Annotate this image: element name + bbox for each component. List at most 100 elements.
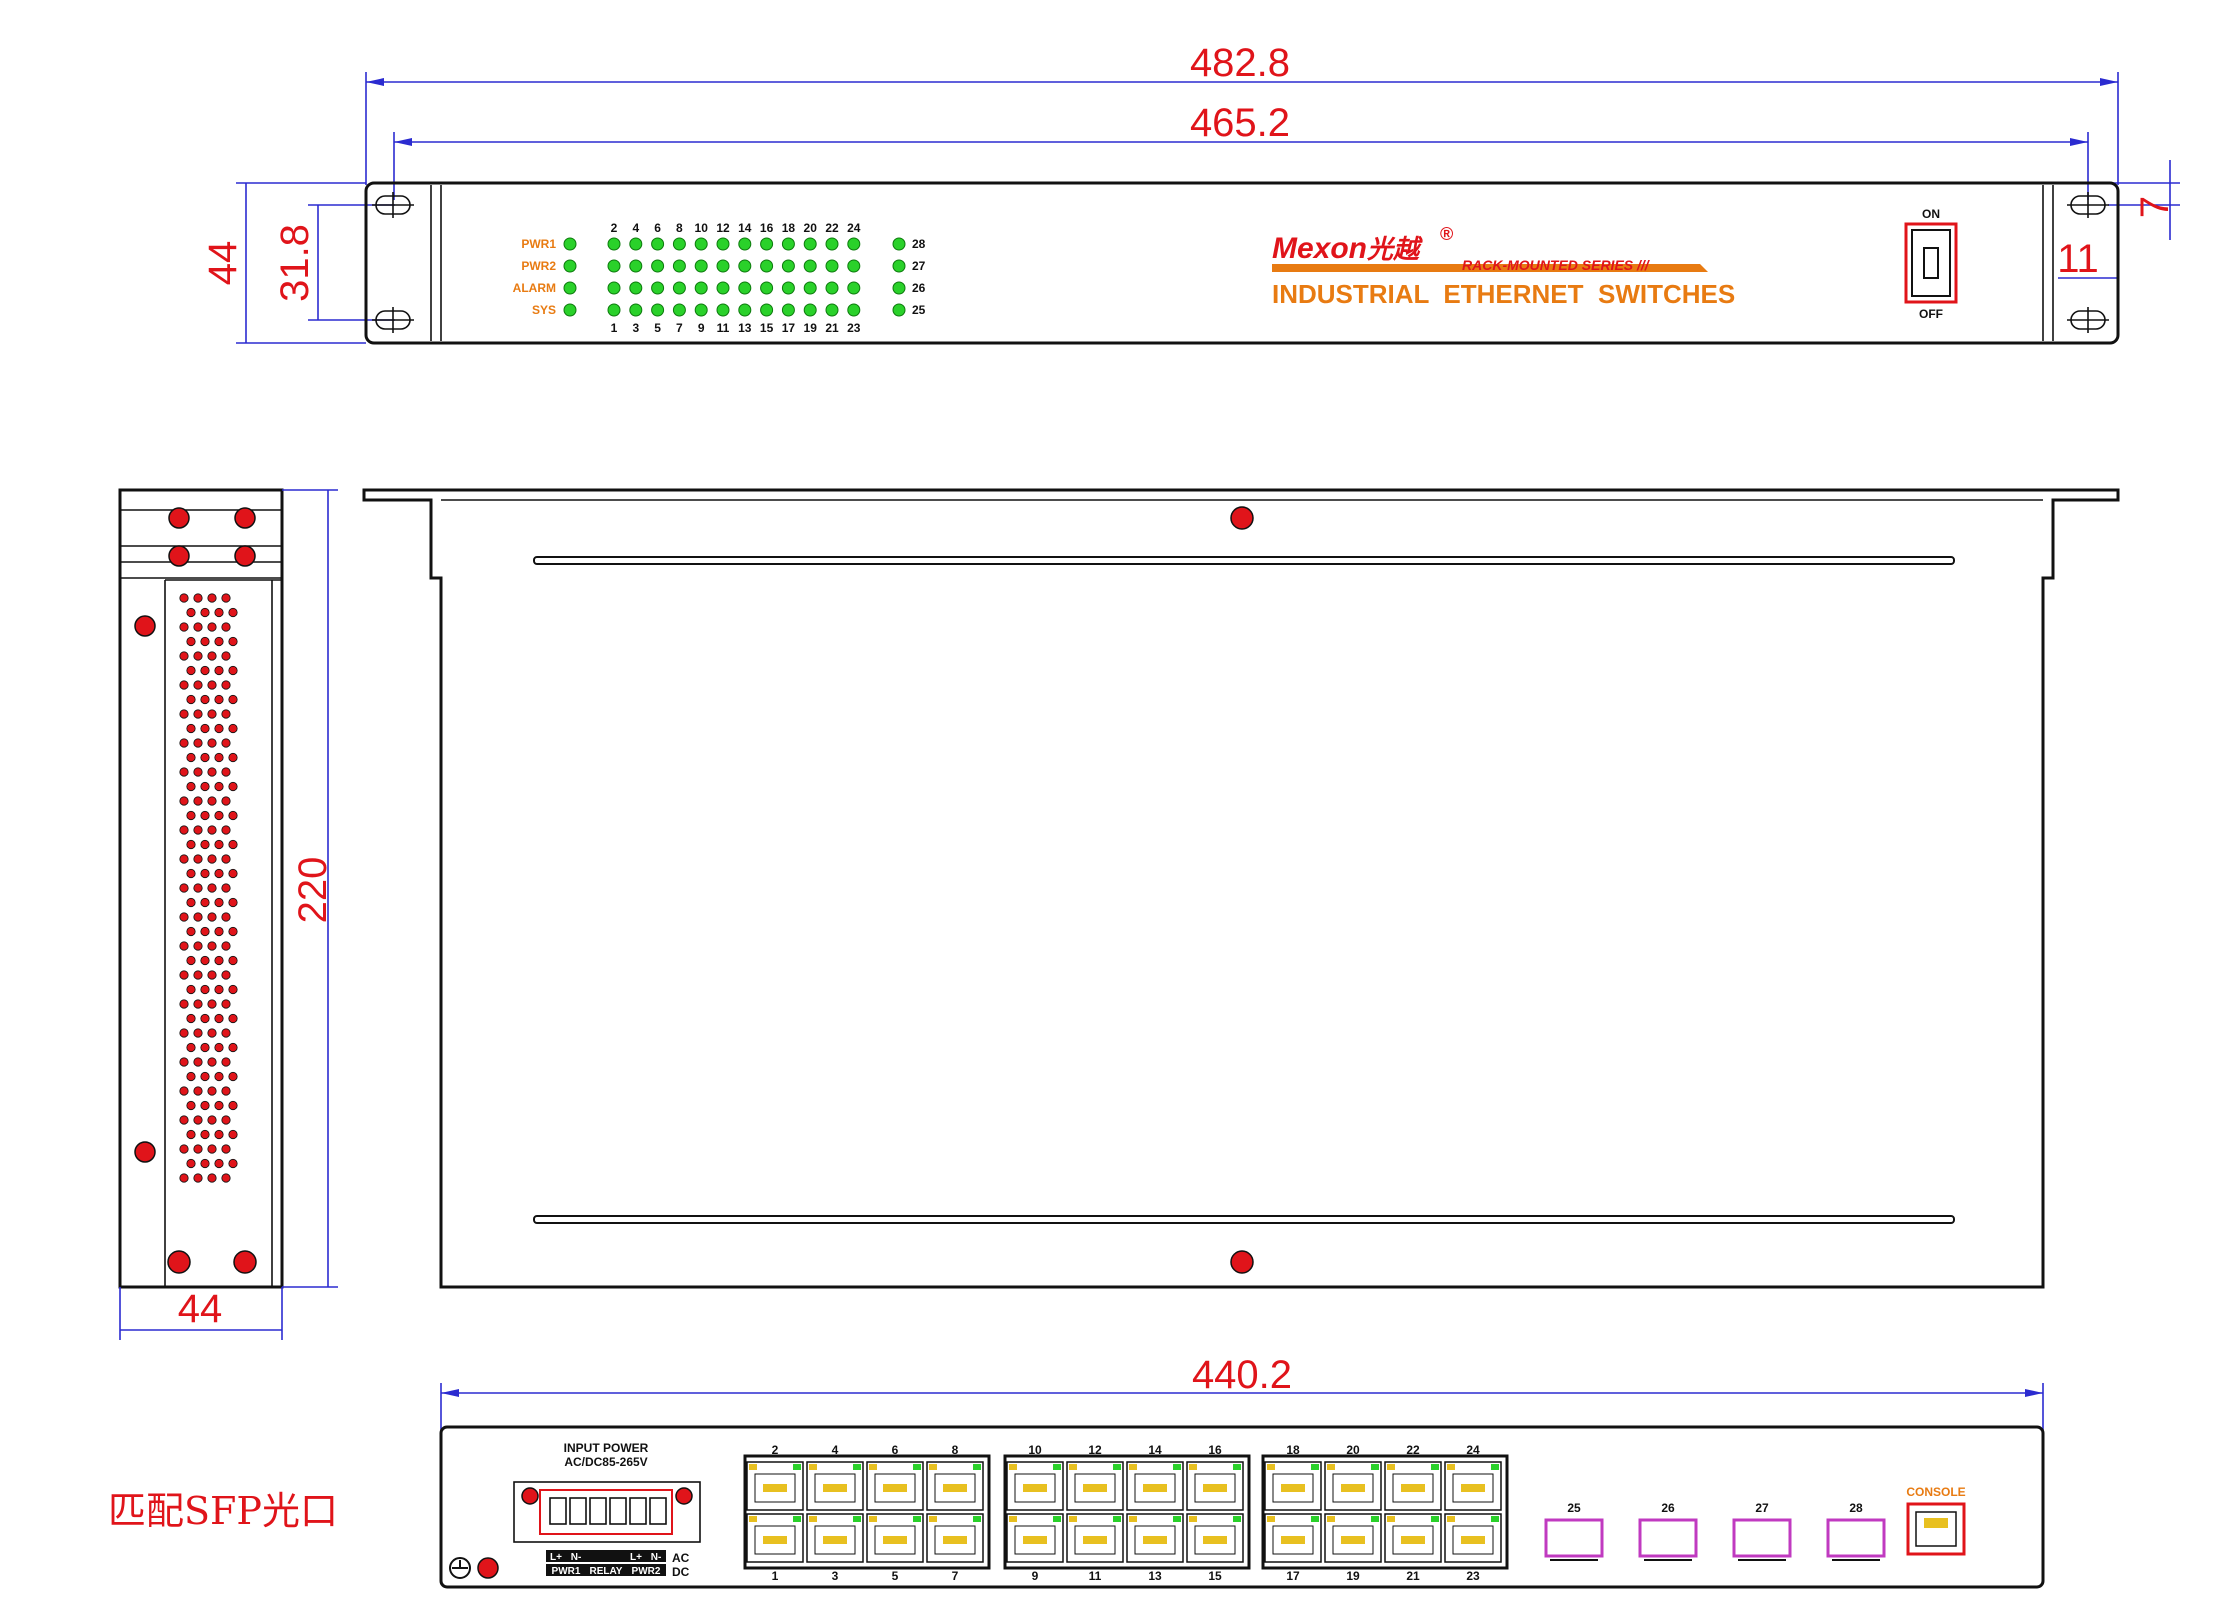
- port-led: [629, 281, 643, 295]
- sfp-port[interactable]: 26: [1638, 1501, 1698, 1561]
- rj45-port-label: 21: [1406, 1569, 1420, 1583]
- vent-hole: [200, 926, 210, 937]
- sfp-port[interactable]: 27: [1732, 1501, 1792, 1561]
- port-led: [738, 303, 752, 317]
- sfp-port-label: 25: [1567, 1501, 1581, 1515]
- rj45-port[interactable]: [866, 1461, 924, 1511]
- rj45-port[interactable]: [806, 1461, 864, 1511]
- vent-hole: [207, 825, 217, 835]
- rj45-port[interactable]: [746, 1461, 804, 1511]
- status-led-label: PWR1: [521, 237, 556, 251]
- vent-hole: [186, 723, 196, 734]
- rj45-port[interactable]: [926, 1513, 984, 1563]
- vent-hole: [179, 825, 189, 835]
- port-led-label: 8: [676, 221, 683, 235]
- port-led-label: 7: [676, 321, 683, 335]
- sfp-port[interactable]: 28: [1826, 1501, 1886, 1561]
- port-led: [847, 237, 861, 251]
- console-port[interactable]: CONSOLE: [1906, 1485, 1966, 1556]
- vent-hole: [228, 1013, 238, 1024]
- vent-hole: [186, 926, 196, 937]
- vent-hole: [193, 854, 203, 864]
- rj45-port[interactable]: [1264, 1461, 1322, 1511]
- vent-hole: [200, 723, 210, 734]
- hole-spacing-label: 31.8: [273, 224, 317, 302]
- rj45-port[interactable]: [1384, 1461, 1442, 1511]
- rj45-port-label: 13: [1148, 1569, 1162, 1583]
- vent-hole: [214, 694, 224, 705]
- terminal-labels-top: L+ N- L+ N-: [546, 1550, 666, 1563]
- rj45-port[interactable]: [806, 1513, 864, 1563]
- vent-hole: [186, 1071, 196, 1082]
- vent-hole: [179, 970, 189, 980]
- vent-hole: [214, 1100, 224, 1111]
- vent-hole: [221, 912, 231, 922]
- port-led: [629, 259, 643, 273]
- product-line-label: INDUSTRIAL ETHERNET SWITCHES: [1272, 279, 1735, 309]
- rj45-port[interactable]: [866, 1513, 924, 1563]
- port-led: [825, 303, 839, 317]
- vent-hole: [207, 593, 217, 603]
- sfp-led-group: 28 27 26 25: [892, 237, 926, 317]
- vent-holes: [179, 593, 238, 1183]
- depth-label: 220: [291, 857, 335, 924]
- sfp-port[interactable]: 25: [1544, 1501, 1604, 1561]
- rj45-port[interactable]: [1126, 1513, 1184, 1563]
- registered-mark: ®: [1440, 224, 1453, 244]
- rj45-port-label: 11: [1089, 1569, 1102, 1583]
- vent-hole: [200, 752, 210, 763]
- sfp-led: [892, 303, 906, 317]
- rj45-port[interactable]: [1186, 1513, 1244, 1563]
- rj45-port-label: 15: [1208, 1569, 1222, 1583]
- vent-hole: [179, 738, 189, 748]
- rj45-port[interactable]: [1006, 1461, 1064, 1511]
- dc-label: DC: [672, 1565, 690, 1579]
- vent-hole: [214, 1129, 224, 1140]
- vent-hole: [186, 839, 196, 850]
- rj45-port[interactable]: [1384, 1513, 1442, 1563]
- vent-hole: [200, 1100, 210, 1111]
- vent-hole: [228, 723, 238, 734]
- rj45-port[interactable]: [1324, 1461, 1382, 1511]
- vent-hole: [186, 984, 196, 995]
- hole-offset-x-label: 11: [2057, 237, 2099, 281]
- port-led: [825, 259, 839, 273]
- vent-hole: [179, 912, 189, 922]
- vent-hole: [228, 1071, 238, 1082]
- vent-hole: [207, 1028, 217, 1038]
- sfp-led: [892, 259, 906, 273]
- height-label: 44: [201, 241, 245, 286]
- port-led-label: 9: [698, 321, 705, 335]
- vent-hole: [228, 839, 238, 850]
- vent-hole: [186, 1042, 196, 1053]
- terminal-label: N-: [651, 1552, 662, 1563]
- vent-hole: [200, 665, 210, 676]
- rj45-port[interactable]: [1324, 1513, 1382, 1563]
- port-led: [760, 303, 774, 317]
- vent-hole: [214, 926, 224, 937]
- power-switch[interactable]: ON OFF: [1904, 207, 1958, 321]
- rj45-port[interactable]: [1186, 1461, 1244, 1511]
- rj45-port[interactable]: [1264, 1513, 1322, 1563]
- rj45-port-label: 12: [1088, 1443, 1102, 1457]
- vent-hole: [221, 709, 231, 719]
- rj45-port[interactable]: [746, 1513, 804, 1563]
- vent-hole: [228, 781, 238, 792]
- vent-hole: [200, 984, 210, 995]
- vent-hole: [200, 607, 210, 618]
- rj45-port[interactable]: [1006, 1513, 1064, 1563]
- vent-hole: [193, 1115, 203, 1125]
- rj45-port[interactable]: [1444, 1461, 1502, 1511]
- vent-hole: [228, 868, 238, 879]
- rj45-port[interactable]: [1066, 1513, 1124, 1563]
- front-view: 482.8 465.2 44 31.8 7 11: [201, 41, 2180, 345]
- rj45-port[interactable]: [1444, 1513, 1502, 1563]
- rj45-port-label: 5: [892, 1569, 899, 1583]
- rj45-port[interactable]: [1066, 1461, 1124, 1511]
- top-screw: [1230, 1250, 1254, 1274]
- vent-hole: [207, 767, 217, 777]
- rj45-port[interactable]: [926, 1461, 984, 1511]
- vent-hole: [193, 680, 203, 690]
- rj45-port[interactable]: [1126, 1461, 1184, 1511]
